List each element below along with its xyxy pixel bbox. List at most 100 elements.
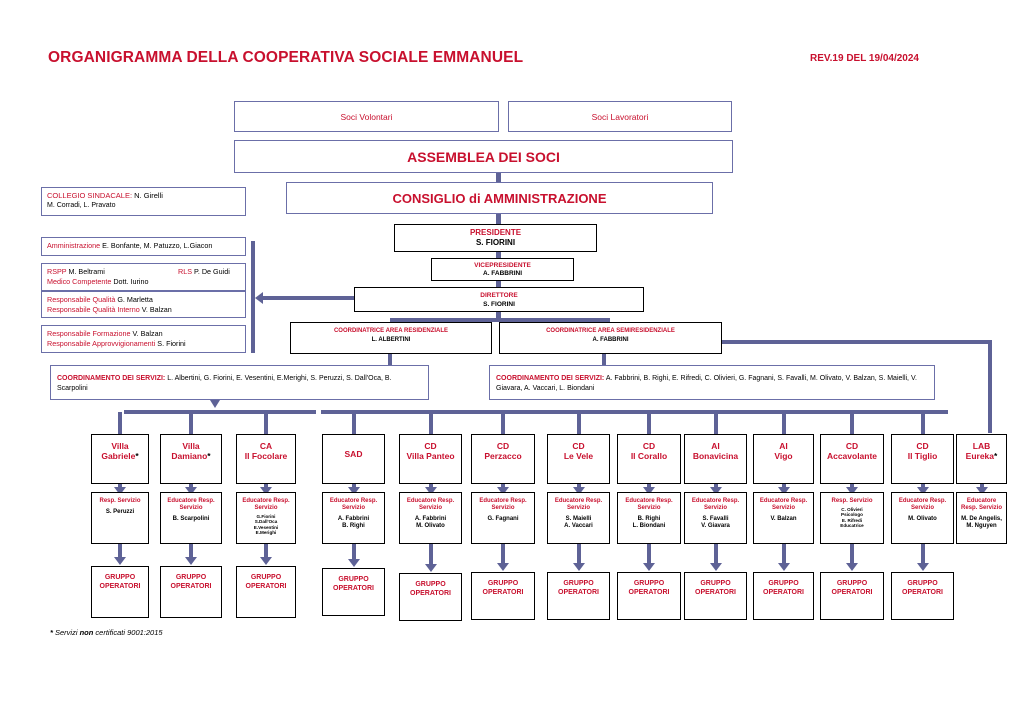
- arrow-down-icon: [572, 563, 585, 571]
- formazione-box: Responsabile Formazione V. Balzan Respon…: [41, 325, 246, 353]
- service-star: *: [207, 451, 211, 461]
- service-arrow-shaft: [920, 544, 925, 564]
- gruppo-operatori-label: GRUPPO OPERATORI: [245, 574, 287, 590]
- gruppo-operatori-box: GRUPPO OPERATORI: [236, 566, 296, 618]
- collegio-member: N. Girelli: [132, 191, 163, 200]
- service-resp-role: Educatore Resp. Servizio: [759, 498, 808, 511]
- assemblea-box: ASSEMBLEA DEI SOCI: [234, 140, 733, 173]
- gruppo-operatori-label: GRUPPO OPERATORI: [99, 574, 141, 590]
- service-arrow-shaft: [428, 544, 433, 565]
- arrow-down-icon: [185, 487, 197, 495]
- direttore-role: DIRETTORE: [480, 292, 518, 299]
- presidente-name: S. FIORINI: [475, 238, 516, 247]
- gruppo-operatori-label: GRUPPO OPERATORI: [763, 580, 804, 596]
- service-name-box: SAD: [322, 434, 385, 484]
- service-name-line1: SAD: [344, 449, 363, 459]
- right-group-hbar: [321, 410, 948, 414]
- arrow-down-icon: [347, 559, 360, 567]
- formazione-label: Responsabile Formazione: [47, 329, 131, 338]
- arrow-down-icon: [643, 563, 655, 571]
- service-resp-name: B. Righi: [342, 523, 365, 529]
- service-resp-role: Educatore Resp. Servizio: [960, 498, 1002, 511]
- gruppo-operatori-label: GRUPPO OPERATORI: [902, 580, 943, 596]
- arrow-down-icon: [777, 563, 790, 571]
- rspp-label: RSPP: [47, 267, 67, 276]
- service-drop-line: [189, 412, 193, 434]
- direttore-box: DIRETTORE S. FIORINI: [354, 287, 644, 312]
- service-name-line2: Bonavicina: [692, 451, 739, 461]
- service-name-line1: CD: [845, 441, 859, 451]
- gruppo-operatori-box: GRUPPO OPERATORI: [684, 572, 747, 620]
- vicepresidente-role: VICEPRESIDENTE: [474, 262, 531, 269]
- amministrazione-label: Amministrazione: [47, 241, 101, 250]
- coord-semiresidenziale-name: A. FABBRINI: [592, 337, 629, 343]
- service-resp-name: M. Nguyen: [966, 523, 997, 529]
- gruppo-operatori-box: GRUPPO OPERATORI: [820, 572, 884, 620]
- service-name-line2: Vigo: [774, 451, 793, 461]
- page-title: ORGANIGRAMMA DELLA COOPERATIVA SOCIALE E…: [48, 49, 524, 66]
- approvvigionamenti-name: S. Fiorini: [155, 338, 186, 348]
- left-group-hbar: [124, 410, 316, 414]
- service-resp-name: E. Rifredi: [841, 517, 863, 523]
- connector-direttore-coord: [496, 312, 501, 322]
- service-drop-line: [713, 412, 718, 434]
- service-name-line1: AI: [779, 441, 788, 451]
- service-name-line1: CD: [424, 441, 437, 451]
- service-arrow-shaft: [501, 484, 505, 489]
- service-name-line2: Eureka*: [965, 451, 998, 461]
- service-resp-name: A. Fabbrini: [337, 516, 370, 522]
- gruppo-operatori-label: GRUPPO OPERATORI: [558, 580, 599, 596]
- service-resp-role: Educatore Resp. Servizio: [329, 498, 378, 511]
- service-resp-name: S.Dall'Oca: [254, 519, 278, 525]
- service-resp-name: M. Olivato: [908, 516, 937, 522]
- service-resp-name: S. Peruzzi: [105, 509, 135, 515]
- gruppo-operatori-label: GRUPPO OPERATORI: [831, 580, 873, 596]
- service-arrow-shaft: [501, 544, 505, 564]
- gruppo-operatori-label: GRUPPO OPERATORI: [170, 574, 212, 590]
- service-resp-role: Educatore Resp. Servizio: [479, 498, 527, 511]
- left-coord-arrow: [210, 400, 220, 408]
- service-resp-name: V. Balzan: [770, 516, 797, 522]
- service-resp-name: M. Olivato: [416, 523, 445, 529]
- coordinamento-left-label: COORDINAMENTO DEI SERVIZI:: [57, 375, 166, 382]
- gruppo-operatori-box: GRUPPO OPERATORI: [547, 572, 610, 620]
- service-drop-line: [576, 412, 581, 434]
- stray-dot: .: [634, 360, 636, 369]
- service-arrow-shaft: [351, 484, 356, 489]
- service-resp-role: Resp. Servizio: [831, 498, 873, 504]
- coordinamento-right-label: COORDINAMENTO DEI SERVIZI:: [496, 375, 605, 382]
- arrow-down-icon: [424, 487, 437, 495]
- service-arrow-shaft: [118, 484, 122, 489]
- gruppo-operatori-box: GRUPPO OPERATORI: [399, 573, 462, 621]
- formazione-name: V. Balzan: [130, 329, 163, 338]
- coord-left-drop: [388, 354, 392, 365]
- service-resp-name: L. Biondani: [632, 523, 666, 529]
- coord-residenziale-name: L. ALBERTINI: [371, 337, 411, 343]
- arrow-down-icon: [114, 487, 126, 495]
- qualita-interno-label: Responsabile Qualità Interno: [47, 304, 140, 314]
- service-resp-name: A. Fabbrini: [414, 516, 447, 522]
- gruppo-operatori-label: GRUPPO OPERATORI: [410, 581, 451, 597]
- service-arrow-shaft: [647, 544, 651, 564]
- arrow-down-icon: [497, 563, 509, 571]
- footnote-star: *: [50, 628, 53, 637]
- service-name-line2: Gabriele*: [101, 451, 139, 461]
- gruppo-operatori-box: GRUPPO OPERATORI: [322, 568, 385, 616]
- service-resp-name: S. Maielli: [565, 516, 592, 522]
- service-resp-name: E.Merighi: [255, 529, 277, 535]
- arrow-down-icon: [347, 487, 360, 495]
- service-resp-name: G.Fiorini: [256, 514, 276, 519]
- footnote-text-b: non: [79, 628, 94, 637]
- service-arrow-shaft: [576, 484, 581, 489]
- connector-vice-direttore: [496, 281, 501, 287]
- service-name-line2: Villa Panteo: [406, 451, 455, 461]
- service-arrow-shaft: [264, 484, 268, 489]
